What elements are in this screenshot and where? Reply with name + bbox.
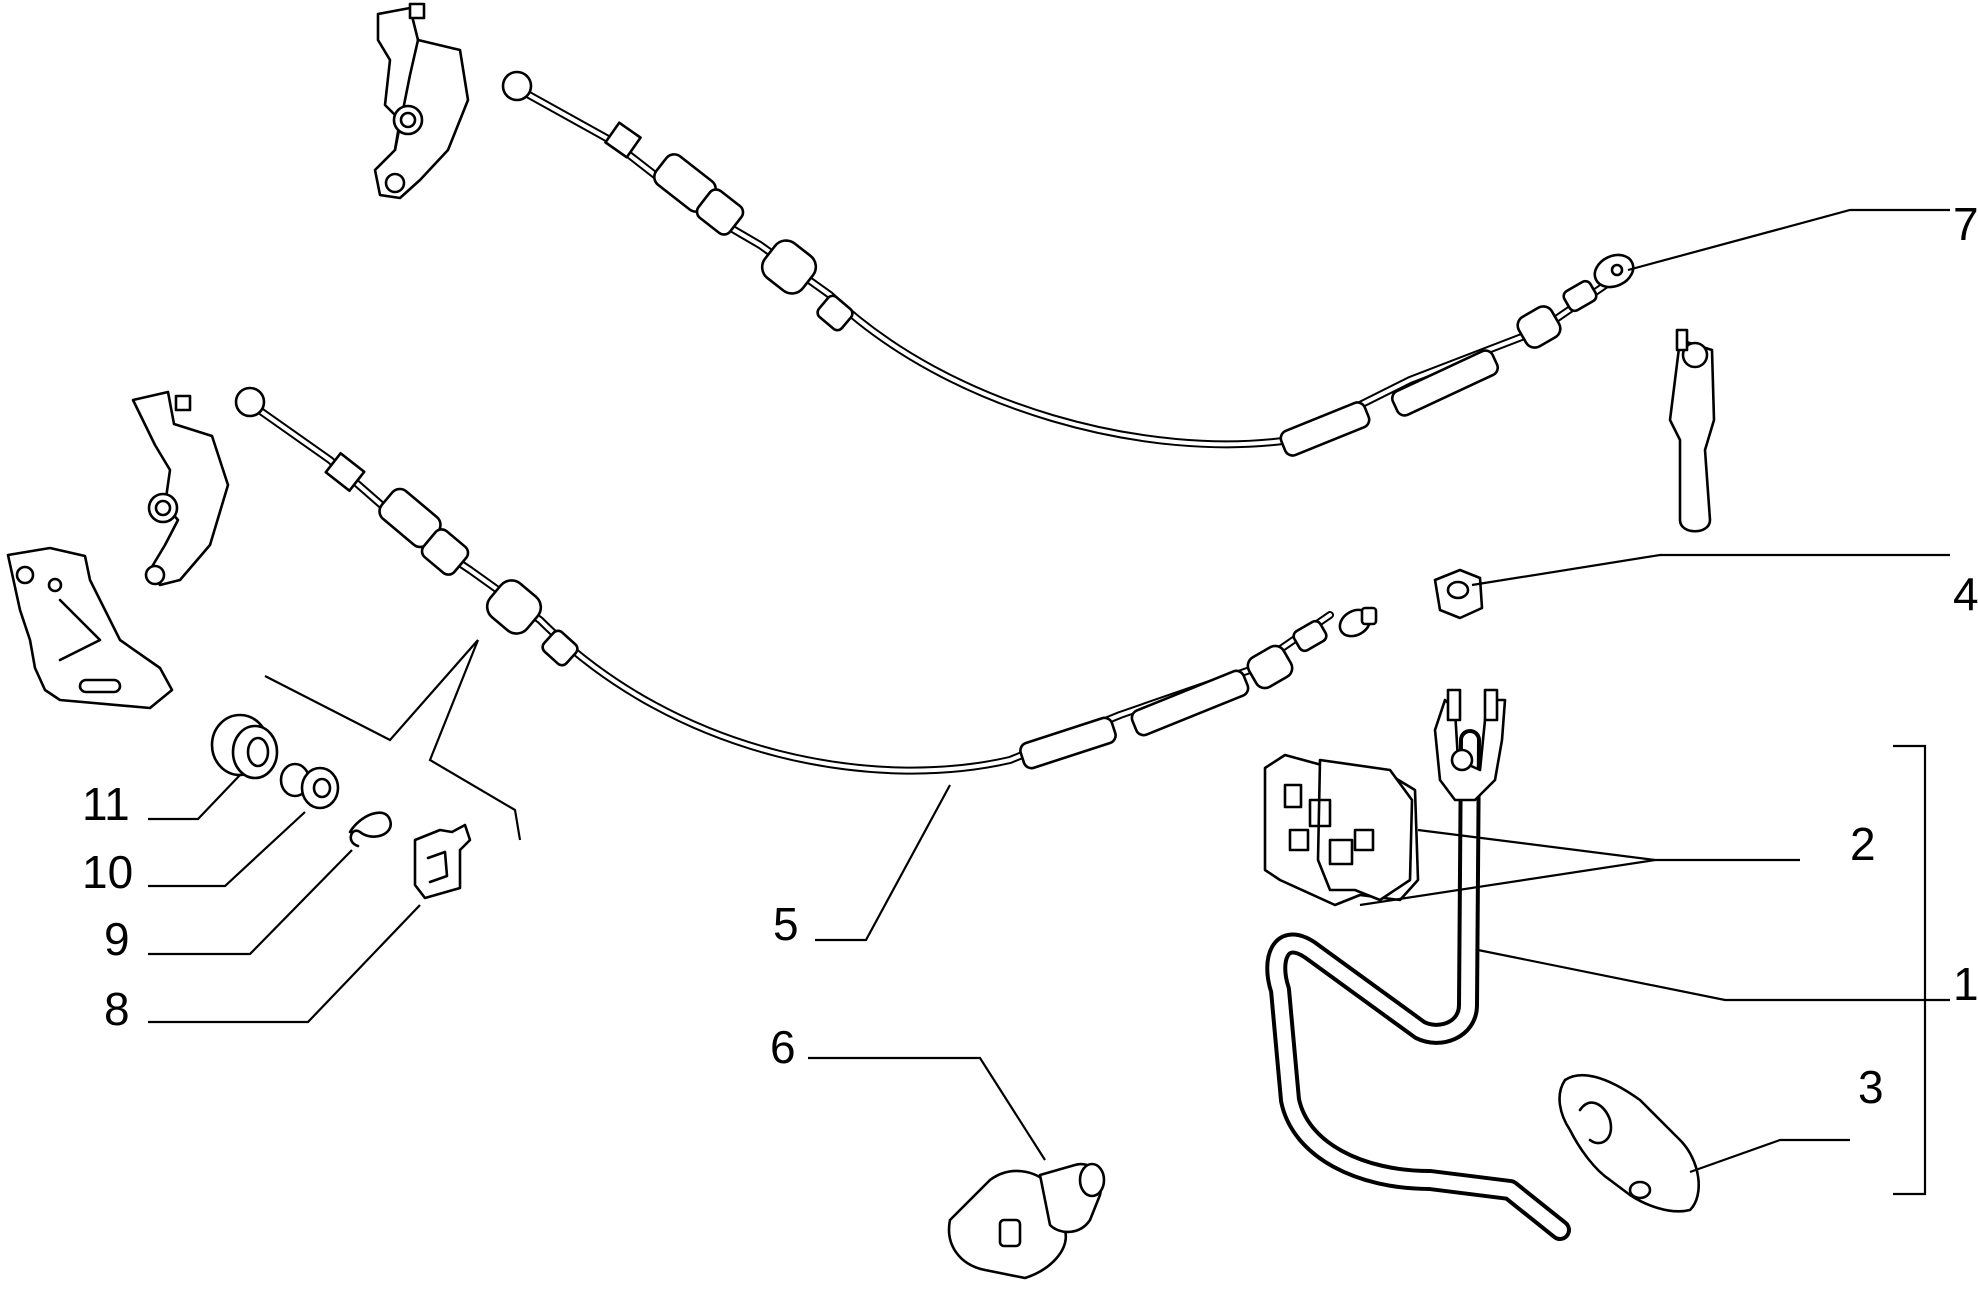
callout-11: 11	[82, 778, 130, 830]
clip-part-9	[348, 811, 392, 848]
callout-9: 9	[104, 913, 130, 965]
switch-part-6	[947, 1162, 1106, 1280]
callout-10: 10	[82, 846, 133, 898]
group-leader-left	[264, 639, 479, 742]
nut-part-4	[1433, 568, 1484, 620]
callout-4: 4	[1953, 568, 1978, 620]
clamp-plate-part-2	[1263, 753, 1420, 907]
upper-bracket	[373, 2, 470, 200]
callout-3: 3	[1858, 1061, 1884, 1113]
callout-1: 1	[1953, 958, 1978, 1010]
callout-8: 8	[104, 983, 130, 1035]
upper-gearshift-cable	[501, 70, 1635, 457]
retaining-clip-part-8	[413, 823, 472, 900]
group-leader-right	[428, 639, 522, 841]
callout-5: 5	[773, 898, 799, 950]
gear-lever-rod-part-1	[1265, 688, 1571, 1241]
grommet-part-11	[210, 713, 279, 780]
mounting-plate	[6, 546, 174, 710]
callout-7: 7	[1953, 198, 1978, 250]
lower-bracket	[131, 390, 230, 587]
housing-part-3	[1558, 1073, 1701, 1213]
lower-gearshift-cable	[234, 386, 1378, 775]
bushing-part-10	[279, 762, 340, 810]
leader-lines	[148, 208, 1950, 1196]
callout-6: 6	[770, 1021, 796, 1073]
callout-2: 2	[1850, 818, 1876, 870]
linkage-rod	[1668, 328, 1716, 533]
